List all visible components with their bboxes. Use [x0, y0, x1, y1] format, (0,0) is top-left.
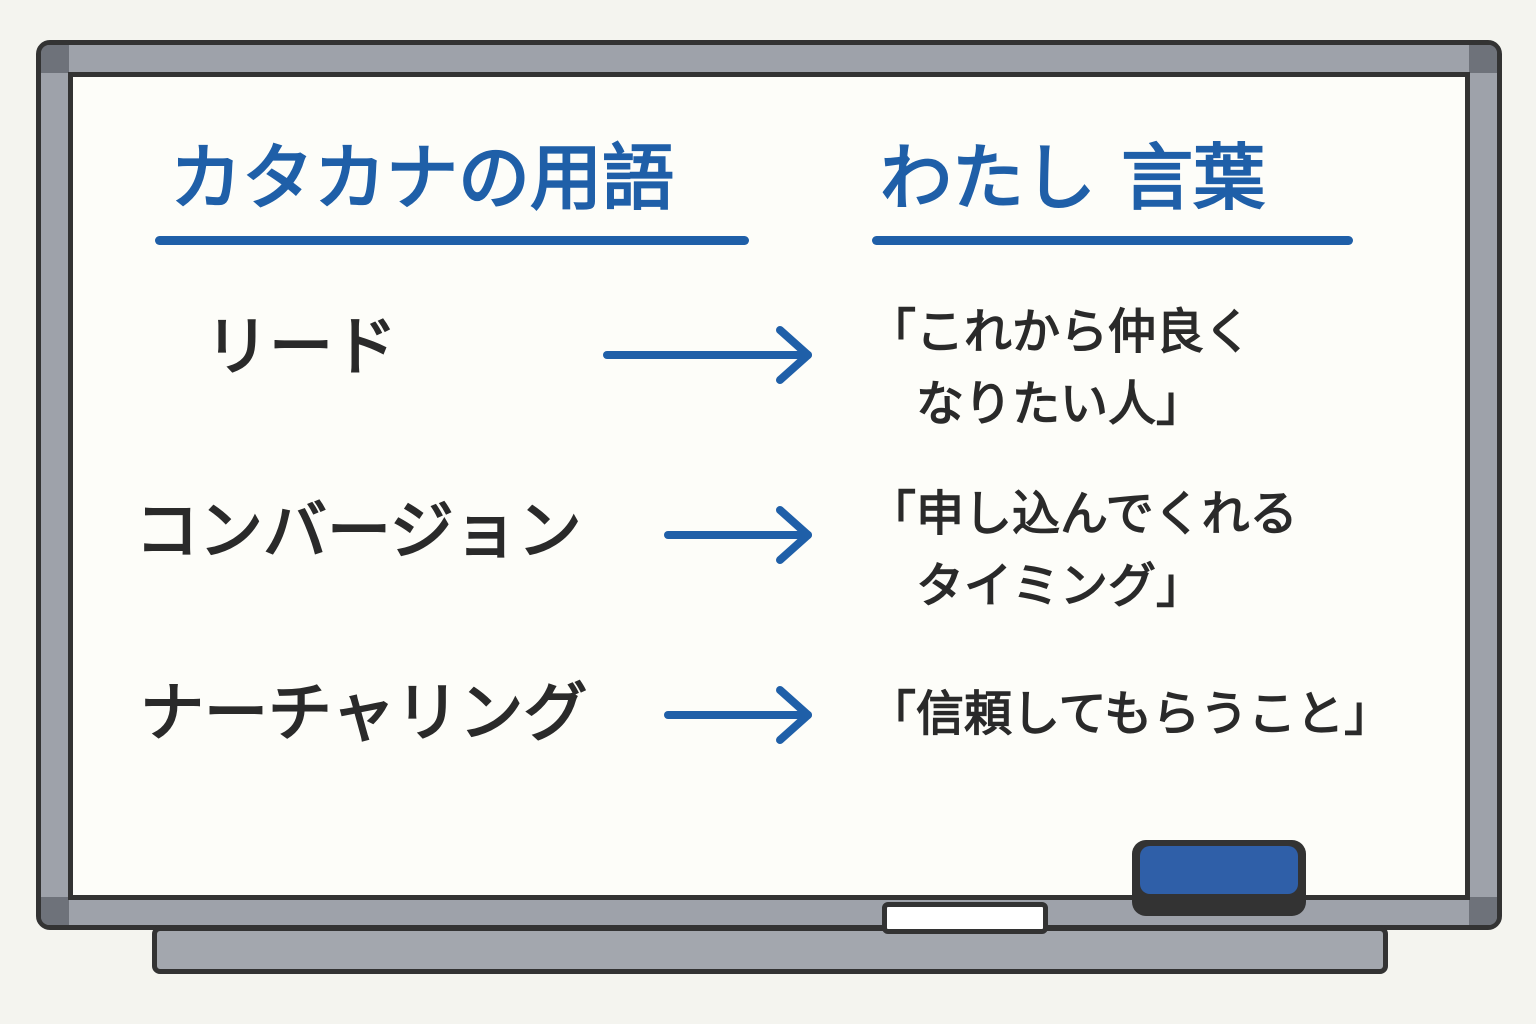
frame-corner: [41, 897, 69, 925]
plain-lead-line-1: 「これから仲良く: [868, 304, 1253, 360]
header-katakana-terms: カタカナの用語: [170, 136, 675, 220]
header-underline-left: [155, 236, 749, 245]
arrow-right-icon: [664, 686, 812, 744]
frame-corner: [1469, 897, 1497, 925]
arrow-right-icon: [664, 506, 812, 564]
frame-corner: [41, 45, 69, 73]
header-underline-right: [872, 236, 1353, 245]
plain-conversion-line-1: 「申し込んでくれる: [868, 486, 1298, 542]
eraser-top: [1140, 846, 1298, 894]
term-conversion: コンバージョン: [135, 495, 582, 569]
plain-conversion-line-2: タイミング」: [868, 558, 1205, 614]
marker: [882, 902, 1048, 934]
term-lead: リード: [205, 311, 397, 385]
plain-nurturing-line-1: 「信頼してもらうこと」: [868, 686, 1393, 742]
frame-corner: [1469, 45, 1497, 73]
term-nurturing: ナーチャリング: [140, 677, 588, 751]
header-plain-words: わたし 言葉: [880, 136, 1266, 220]
whiteboard-surface: [68, 72, 1470, 900]
plain-lead-line-2: なりたい人」: [868, 376, 1205, 432]
marker-tray: [152, 926, 1388, 974]
arrow-right-icon: [603, 326, 812, 384]
